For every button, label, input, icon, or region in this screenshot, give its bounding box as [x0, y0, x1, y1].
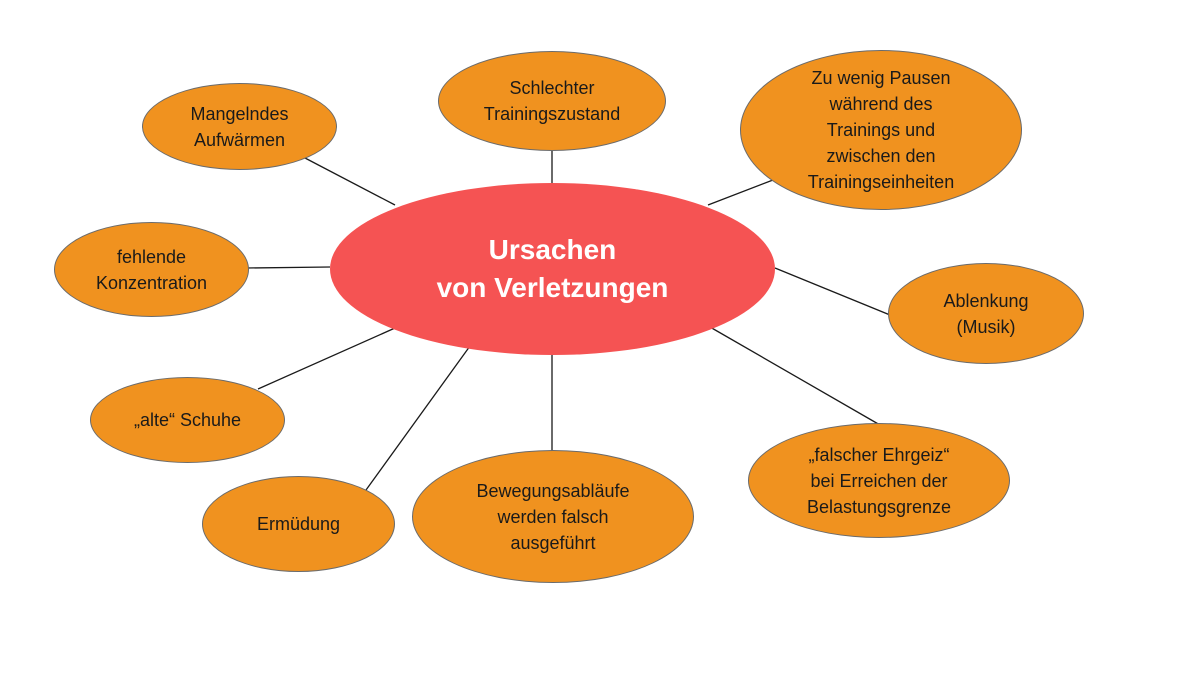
center-node: Ursachen von Verletzungen: [330, 183, 775, 355]
cause-ermuedung: Ermüdung: [202, 476, 395, 572]
connector-zu-wenig-pausen: [707, 179, 774, 206]
center-label: Ursachen von Verletzungen: [436, 234, 669, 303]
cause-label: Ablenkung (Musik): [943, 290, 1029, 337]
connector-ermuedung: [365, 345, 471, 491]
cause-bewegungsablaeufe: Bewegungsabläufe werden falsch ausgeführ…: [412, 450, 694, 583]
cause-label: Mangelndes Aufwärmen: [190, 103, 289, 150]
connector-ablenkung: [774, 267, 891, 316]
cause-zu-wenig-pausen: Zu wenig Pausen während des Trainings un…: [740, 50, 1022, 210]
cause-fehlende-konzentration: fehlende Konzentration: [54, 222, 249, 317]
connector-mangelndes-aufwaermen: [304, 157, 396, 206]
cause-label: Zu wenig Pausen während des Trainings un…: [807, 68, 955, 192]
cause-label: Ermüdung: [256, 514, 341, 534]
connector-fehlende-konzentration: [246, 266, 331, 269]
connector-alte-schuhe: [257, 327, 396, 390]
cause-label: fehlende Konzentration: [95, 246, 208, 293]
cause-mangelndes-aufwaermen: Mangelndes Aufwärmen: [142, 83, 337, 170]
cause-label: „alte“ Schuhe: [133, 410, 242, 430]
cause-label: Schlechter Trainingszustand: [483, 78, 621, 124]
cause-ablenkung: Ablenkung (Musik): [888, 263, 1084, 364]
cause-label: „falscher Ehrgeiz“ bei Erreichen der Bel…: [806, 444, 952, 517]
cause-falscher-ehrgeiz: „falscher Ehrgeiz“ bei Erreichen der Bel…: [748, 423, 1010, 538]
cause-label: Bewegungsabläufe werden falsch ausgeführ…: [476, 480, 630, 553]
cause-alte-schuhe: „alte“ Schuhe: [90, 377, 285, 463]
connector-falscher-ehrgeiz: [709, 326, 881, 426]
cause-schlechter-trainingszustand: Schlechter Trainingszustand: [438, 51, 666, 151]
